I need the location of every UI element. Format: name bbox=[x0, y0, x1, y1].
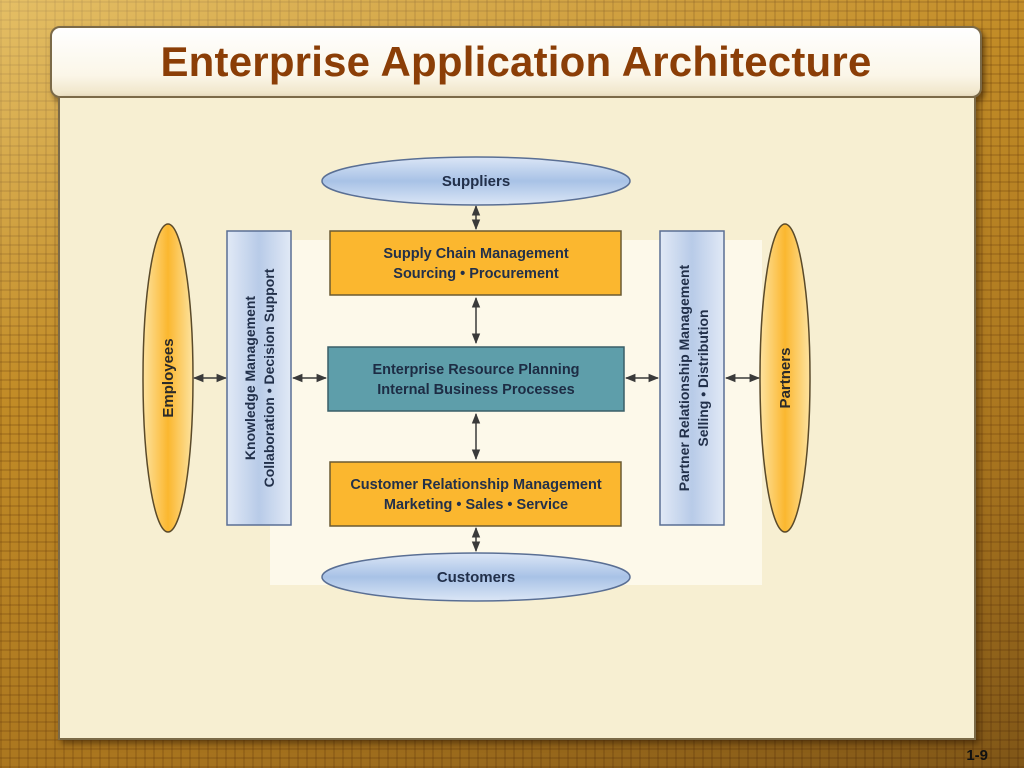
prm-line1: Partner Relationship Management bbox=[676, 264, 692, 491]
crm-line1: Customer Relationship Management bbox=[350, 477, 602, 493]
customers-node: Customers bbox=[321, 552, 631, 602]
partners-node: Partners bbox=[759, 223, 811, 533]
title-bar: Enterprise Application Architecture bbox=[50, 26, 982, 98]
supply-chain-management-box: Supply Chain Management Sourcing • Procu… bbox=[329, 230, 622, 296]
erp-line2: Internal Business Processes bbox=[377, 382, 574, 398]
enterprise-resource-planning-box: Enterprise Resource Planning Internal Bu… bbox=[327, 346, 625, 412]
scm-line2: Sourcing • Procurement bbox=[393, 266, 559, 282]
employees-label: Employees bbox=[160, 338, 177, 417]
prm-line2: Selling • Distribution bbox=[695, 309, 711, 446]
customer-relationship-management-box: Customer Relationship Management Marketi… bbox=[329, 461, 622, 527]
crm-line2: Marketing • Sales • Service bbox=[384, 497, 568, 513]
connector-arrows bbox=[192, 204, 761, 553]
km-line1: Knowledge Management bbox=[242, 296, 258, 460]
slide-title: Enterprise Application Architecture bbox=[160, 38, 872, 85]
customers-label: Customers bbox=[437, 569, 515, 586]
partners-label: Partners bbox=[777, 348, 794, 409]
suppliers-node: Suppliers bbox=[321, 156, 631, 206]
erp-line1: Enterprise Resource Planning bbox=[372, 362, 579, 378]
km-line2: Collaboration • Decision Support bbox=[261, 268, 277, 487]
scm-line1: Supply Chain Management bbox=[383, 246, 568, 262]
suppliers-label: Suppliers bbox=[442, 173, 510, 190]
knowledge-management-bar: Knowledge Management Collaboration • Dec… bbox=[226, 230, 292, 526]
page-number: 1-9 bbox=[966, 747, 988, 764]
employees-node: Employees bbox=[142, 223, 194, 533]
partner-relationship-bar: Partner Relationship Management Selling … bbox=[659, 230, 725, 526]
